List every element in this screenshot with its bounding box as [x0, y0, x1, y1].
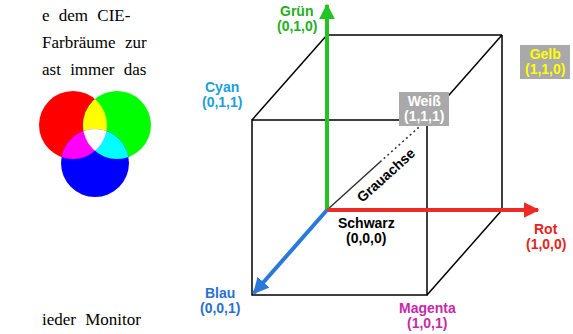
coordinate-label: (1,1,1) — [404, 109, 444, 124]
color-corner-box: Gelb(1,1,0) — [520, 45, 570, 79]
body-text-line: e dem CIE- — [42, 6, 130, 26]
blue-axis — [254, 210, 327, 293]
corner-name: Cyan — [205, 80, 239, 95]
coordinate-label: (0,0,1) — [200, 301, 240, 316]
axis-name: Grauachse — [354, 146, 418, 206]
corner-name: Weiß — [404, 94, 444, 109]
coordinate-label: (1,1,0) — [525, 62, 565, 77]
coordinate-label: (0,1,0) — [277, 19, 317, 34]
body-text-line: ieder Monitor — [42, 310, 141, 330]
rgb-cube — [252, 35, 502, 295]
green-axis — [325, 5, 329, 210]
coordinate-label: (0,0,0) — [346, 231, 386, 246]
grey-axis — [327, 120, 427, 210]
color-circles — [39, 91, 151, 197]
axis-name: Grün — [280, 4, 313, 19]
body-text-line: ast immer das — [42, 60, 146, 80]
coordinate-label: (0,1,1) — [202, 95, 242, 110]
axis-name: Blau — [205, 286, 235, 301]
axis-name: Rot — [534, 222, 557, 237]
body-text-line: Farbräume zur — [42, 33, 147, 53]
red-axis — [327, 208, 538, 212]
corner-name: Schwarz — [338, 216, 395, 231]
corner-name: Magenta — [399, 301, 456, 316]
coordinate-label: (1,0,0) — [526, 237, 566, 252]
color-corner-box: Weiß(1,1,1) — [399, 92, 449, 126]
coordinate-label: (1,0,1) — [407, 316, 447, 331]
corner-name: Gelb — [525, 47, 565, 62]
